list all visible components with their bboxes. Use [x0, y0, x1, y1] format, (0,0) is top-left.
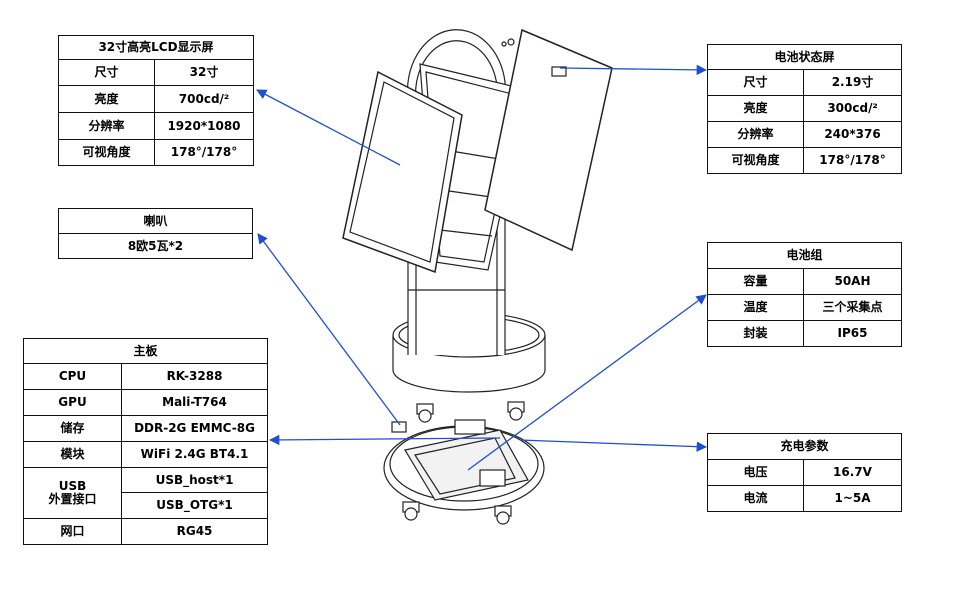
bottom-chassis: [383, 419, 545, 511]
caster-wheels: [402, 401, 525, 525]
battery-pack-value-capacity: 50AH: [802, 268, 903, 295]
mainboard-value-cpu: RK-3288: [120, 363, 269, 390]
mainboard-value-gpu: Mali-T764: [120, 389, 269, 416]
mainboard-usb-label: USB 外置接口: [23, 467, 122, 519]
mainboard-value-usb-otg: USB_OTG*1: [120, 492, 269, 519]
battery-screen-title: 电池状态屏: [706, 44, 903, 70]
lcd-value-brightness: 700cd/²: [154, 85, 254, 113]
battery-screen-label-resolution: 分辨率: [707, 121, 804, 148]
mainboard-label-gpu: GPU: [23, 389, 122, 416]
battery-screen-label-brightness: 亮度: [707, 95, 804, 122]
battery-screen-value-viewing-angle: 178°/178°: [802, 147, 903, 174]
battery-pack-value-temperature: 三个采集点: [802, 294, 903, 321]
charging-title: 充电参数: [706, 433, 903, 460]
mainboard-value-port: RG45: [120, 518, 269, 545]
mainboard-label-module: 模块: [23, 441, 122, 468]
mainboard-value-module: WiFi 2.4G BT4.1: [120, 441, 269, 468]
lcd-label-viewing-angle: 可视角度: [58, 139, 155, 166]
callout-arrows: [256, 64, 708, 471]
mainboard-usb-label-line1: USB: [58, 479, 87, 493]
charging-label-current: 电流: [707, 485, 804, 512]
speaker-spec-table: 喇叭 8欧5瓦*2: [58, 208, 253, 259]
battery-screen-label-size: 尺寸: [707, 69, 804, 96]
battery-pack-title: 电池组: [706, 242, 903, 269]
mainboard-value-storage: DDR-2G EMMC-8G: [120, 415, 269, 442]
battery-pack-label-temperature: 温度: [707, 294, 804, 321]
lcd-value-size: 32寸: [154, 59, 254, 86]
mainboard-label-storage: 储存: [23, 415, 122, 442]
charging-value-current: 1~5A: [802, 485, 903, 512]
battery-status-panel: [484, 28, 613, 252]
battery-screen-label-viewing-angle: 可视角度: [707, 147, 804, 174]
main-lcd-panel: [342, 70, 463, 274]
speaker-value: 8欧5瓦*2: [58, 233, 253, 259]
lcd-label-size: 尺寸: [58, 59, 155, 86]
mainboard-value-usb-host: USB_host*1: [120, 467, 269, 493]
lcd-label-brightness: 亮度: [58, 85, 155, 113]
lcd-value-resolution: 1920*1080: [154, 112, 254, 140]
battery-screen-value-resolution: 240*376: [802, 121, 903, 148]
mainboard-title: 主板: [22, 338, 269, 364]
battery-pack-label-rating: 封装: [707, 320, 804, 347]
speaker-title: 喇叭: [58, 208, 253, 234]
battery-pack-label-capacity: 容量: [707, 268, 804, 295]
lcd-title: 32寸高亮LCD显示屏: [58, 35, 254, 60]
mainboard-label-cpu: CPU: [23, 363, 122, 390]
charging-value-voltage: 16.7V: [802, 459, 903, 486]
charging-label-voltage: 电压: [707, 459, 804, 486]
mainboard-label-port: 网口: [23, 518, 122, 545]
battery-pack-value-rating: IP65: [802, 320, 903, 347]
lcd-label-resolution: 分辨率: [58, 112, 155, 140]
mainboard-usb-label-line2: 外置接口: [48, 492, 97, 506]
battery-screen-value-brightness: 300cd/²: [802, 95, 903, 122]
battery-screen-value-size: 2.19寸: [802, 69, 903, 96]
lcd-value-viewing-angle: 178°/178°: [154, 139, 254, 166]
